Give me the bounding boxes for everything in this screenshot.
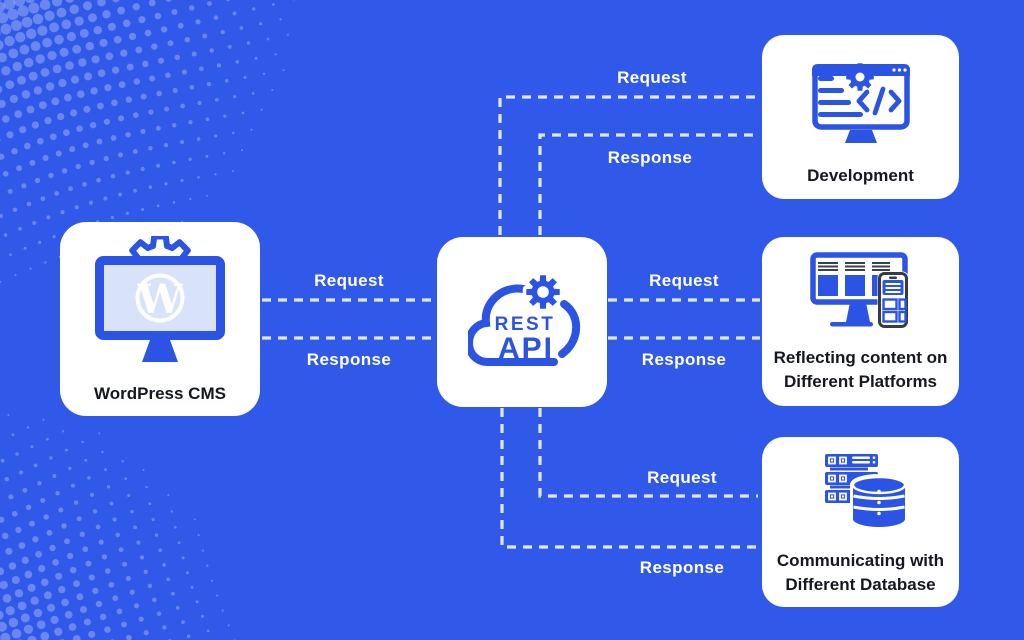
label-api-dev-response: Response: [607, 148, 693, 167]
label-api-db-response: Response: [639, 558, 725, 577]
server-database-icon: [825, 454, 908, 530]
card-wordpress-cms: W WordPress CMS: [60, 222, 260, 416]
connector-api-db-request: [538, 408, 758, 498]
label-wp-api-request: Request: [314, 271, 384, 290]
svg-text:API: API: [498, 332, 554, 365]
connector-api-dev-response: [538, 133, 758, 235]
responsive-devices-icon: [810, 252, 909, 329]
development-label: Development: [807, 166, 914, 185]
halftone-pattern-bottom-left: [0, 413, 236, 640]
development-monitor-icon: [812, 63, 910, 143]
card-development: Development: [762, 35, 959, 199]
label-api-db-request: Request: [647, 468, 717, 487]
wordpress-monitor-icon: W: [95, 236, 225, 362]
label-api-platforms-request: Request: [649, 271, 719, 290]
label-api-platforms-response: Response: [641, 350, 727, 369]
rest-api-cloud-icon: REST API: [468, 271, 581, 366]
label-wp-api-response: Response: [306, 350, 392, 369]
svg-text:REST: REST: [495, 314, 556, 335]
card-rest-api: REST API: [437, 237, 607, 407]
halftone-pattern-top-left: [0, 0, 295, 283]
connector-lines: [262, 95, 760, 549]
connector-api-dev-request: [498, 95, 758, 235]
connector-api-db-response: [500, 408, 758, 549]
svg-text:W: W: [137, 276, 184, 323]
wordpress-label: WordPress CMS: [94, 384, 226, 403]
label-api-dev-request: Request: [617, 68, 687, 87]
